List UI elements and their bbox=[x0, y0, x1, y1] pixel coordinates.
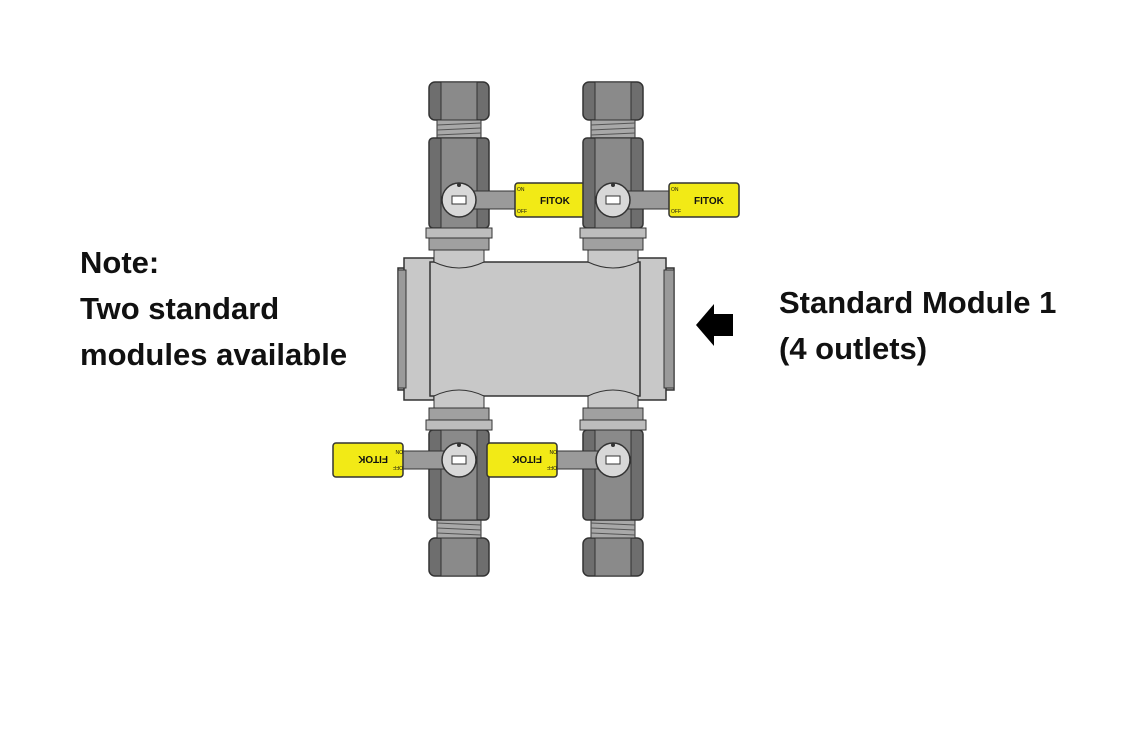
svg-text:ON: ON bbox=[395, 448, 403, 454]
module-label-line-1: Standard Module 1 bbox=[779, 285, 1057, 320]
svg-text:ON: ON bbox=[517, 187, 525, 193]
manifold-body bbox=[397, 257, 675, 401]
module-label-block: Standard Module 1 (4 outlets) bbox=[779, 280, 1056, 372]
valve-bottom-left: FITOK ON OFF bbox=[332, 389, 493, 577]
valve-top-left: FITOK ON OFF bbox=[425, 81, 586, 269]
svg-text:OFF: OFF bbox=[547, 464, 557, 470]
svg-text:ON: ON bbox=[671, 187, 679, 193]
handle-brand-text: FITOK bbox=[511, 453, 542, 464]
svg-text:ON: ON bbox=[549, 448, 557, 454]
handle-brand-text: FITOK bbox=[694, 196, 725, 207]
svg-text:OFF: OFF bbox=[393, 464, 403, 470]
note-heading: Note: bbox=[80, 245, 160, 280]
black-arrow-left-icon bbox=[696, 304, 733, 346]
note-text-block: Note: Two standard modules available bbox=[80, 240, 347, 378]
module-label-line-2: (4 outlets) bbox=[779, 331, 928, 366]
note-line-2: modules available bbox=[80, 337, 348, 372]
valve-top-right: FITOK ON OFF bbox=[579, 81, 740, 269]
svg-text:OFF: OFF bbox=[517, 209, 527, 215]
handle-brand-text: FITOK bbox=[357, 453, 388, 464]
note-line-1: Two standard bbox=[80, 291, 280, 326]
svg-text:OFF: OFF bbox=[671, 209, 681, 215]
valve-bottom-right: FITOK ON OFF bbox=[486, 389, 647, 577]
handle-brand-text: FITOK bbox=[540, 196, 571, 207]
